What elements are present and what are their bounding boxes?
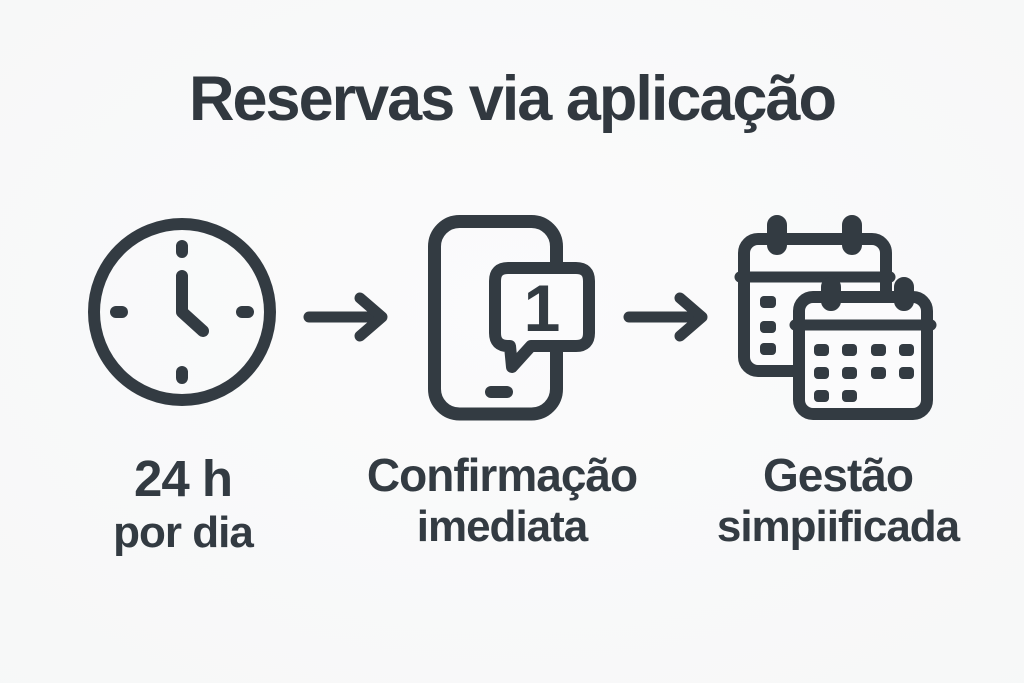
step-label-availability: 24 h por dia bbox=[113, 450, 254, 557]
notification-badge: 1 bbox=[524, 271, 561, 345]
step-label-line1: Confirmação bbox=[366, 449, 638, 501]
step-label-line2: simpiificada bbox=[716, 501, 960, 551]
right-arrow-icon bbox=[303, 292, 388, 342]
clock-icon bbox=[88, 218, 276, 406]
step-label-line2: imediata bbox=[416, 501, 589, 551]
phone-notification-icon: 1 bbox=[428, 215, 595, 421]
step-label-line2: por dia bbox=[113, 507, 254, 557]
calendars-icon bbox=[734, 215, 937, 420]
step-label-confirmation: Confirmação imediata bbox=[366, 449, 638, 552]
speech-bubble bbox=[489, 262, 595, 373]
step-label-line1: Gestão bbox=[763, 449, 914, 501]
step-label-line1: 24 h bbox=[133, 450, 233, 507]
step-label-management: Gestão simpiificada bbox=[716, 449, 960, 552]
page-title: Reservas via aplicação bbox=[189, 64, 837, 134]
right-arrow-icon bbox=[623, 292, 708, 342]
